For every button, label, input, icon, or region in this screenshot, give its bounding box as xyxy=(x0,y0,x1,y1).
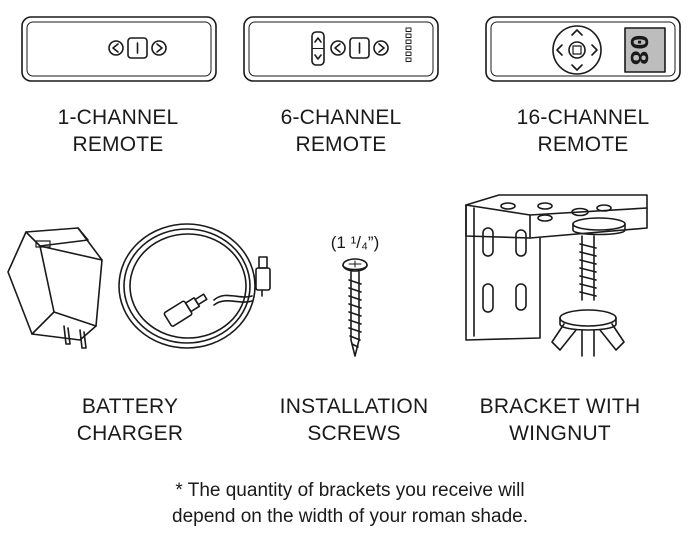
direction-pad-icon xyxy=(552,25,602,75)
label-line: REMOTE xyxy=(295,133,387,156)
screw-illustration xyxy=(342,258,368,357)
label-line: 6-CHANNEL xyxy=(280,106,402,129)
label-line: SCREWS xyxy=(307,422,401,445)
remote-1-channel-illustration xyxy=(21,16,217,82)
stop-icon xyxy=(349,37,370,59)
label-6-channel-remote: 6-CHANNEL REMOTE xyxy=(243,104,439,158)
left-arrow-icon xyxy=(330,40,346,56)
left-arrow-icon xyxy=(108,40,124,56)
stop-icon xyxy=(127,37,148,59)
usb-port-icon xyxy=(35,240,51,248)
label-line: 16-CHANNEL xyxy=(516,106,650,129)
screw-size-label: (1 ¹/₄”) xyxy=(331,233,380,252)
label-line: 1-CHANNEL xyxy=(57,106,179,129)
right-arrow-icon xyxy=(373,40,389,56)
lcd-display-icon xyxy=(624,27,666,73)
label-1-channel-remote: 1-CHANNEL REMOTE xyxy=(20,104,216,158)
label-line: WINGNUT xyxy=(509,422,611,445)
label-battery-charger: BATTERY CHARGER xyxy=(40,393,220,447)
label-line: REMOTE xyxy=(72,133,164,156)
label-bracket-with-wingnut: BRACKET WITH WINGNUT xyxy=(470,393,650,447)
label-line: INSTALLATION xyxy=(279,395,429,418)
remote-16-channel-illustration xyxy=(485,16,681,82)
wingnut-icon xyxy=(551,309,625,357)
label-16-channel-remote: 16-CHANNEL REMOTE xyxy=(484,104,682,158)
label-line: CHARGER xyxy=(76,422,184,445)
label-line: REMOTE xyxy=(537,133,629,156)
label-line: BRACKET WITH xyxy=(479,395,641,418)
charging-cable-illustration xyxy=(118,223,271,349)
wall-adapter-illustration xyxy=(7,227,103,349)
footnote-line: * The quantity of brackets you receive w… xyxy=(175,480,525,501)
remote-6-channel-illustration xyxy=(243,16,439,82)
bracket-illustration xyxy=(465,194,648,357)
footnote-line: depend on the width of your roman shade. xyxy=(172,506,528,527)
channel-indicator-icon xyxy=(405,27,412,62)
micro-usb-plug-icon xyxy=(163,293,208,327)
label-line: BATTERY xyxy=(81,395,179,418)
lcd-digits: 08 xyxy=(623,34,653,65)
right-arrow-icon xyxy=(151,40,167,56)
label-installation-screws: INSTALLATION SCREWS xyxy=(264,393,444,447)
usb-plug-icon xyxy=(255,256,271,297)
footnote: * The quantity of brackets you receive w… xyxy=(0,478,700,530)
